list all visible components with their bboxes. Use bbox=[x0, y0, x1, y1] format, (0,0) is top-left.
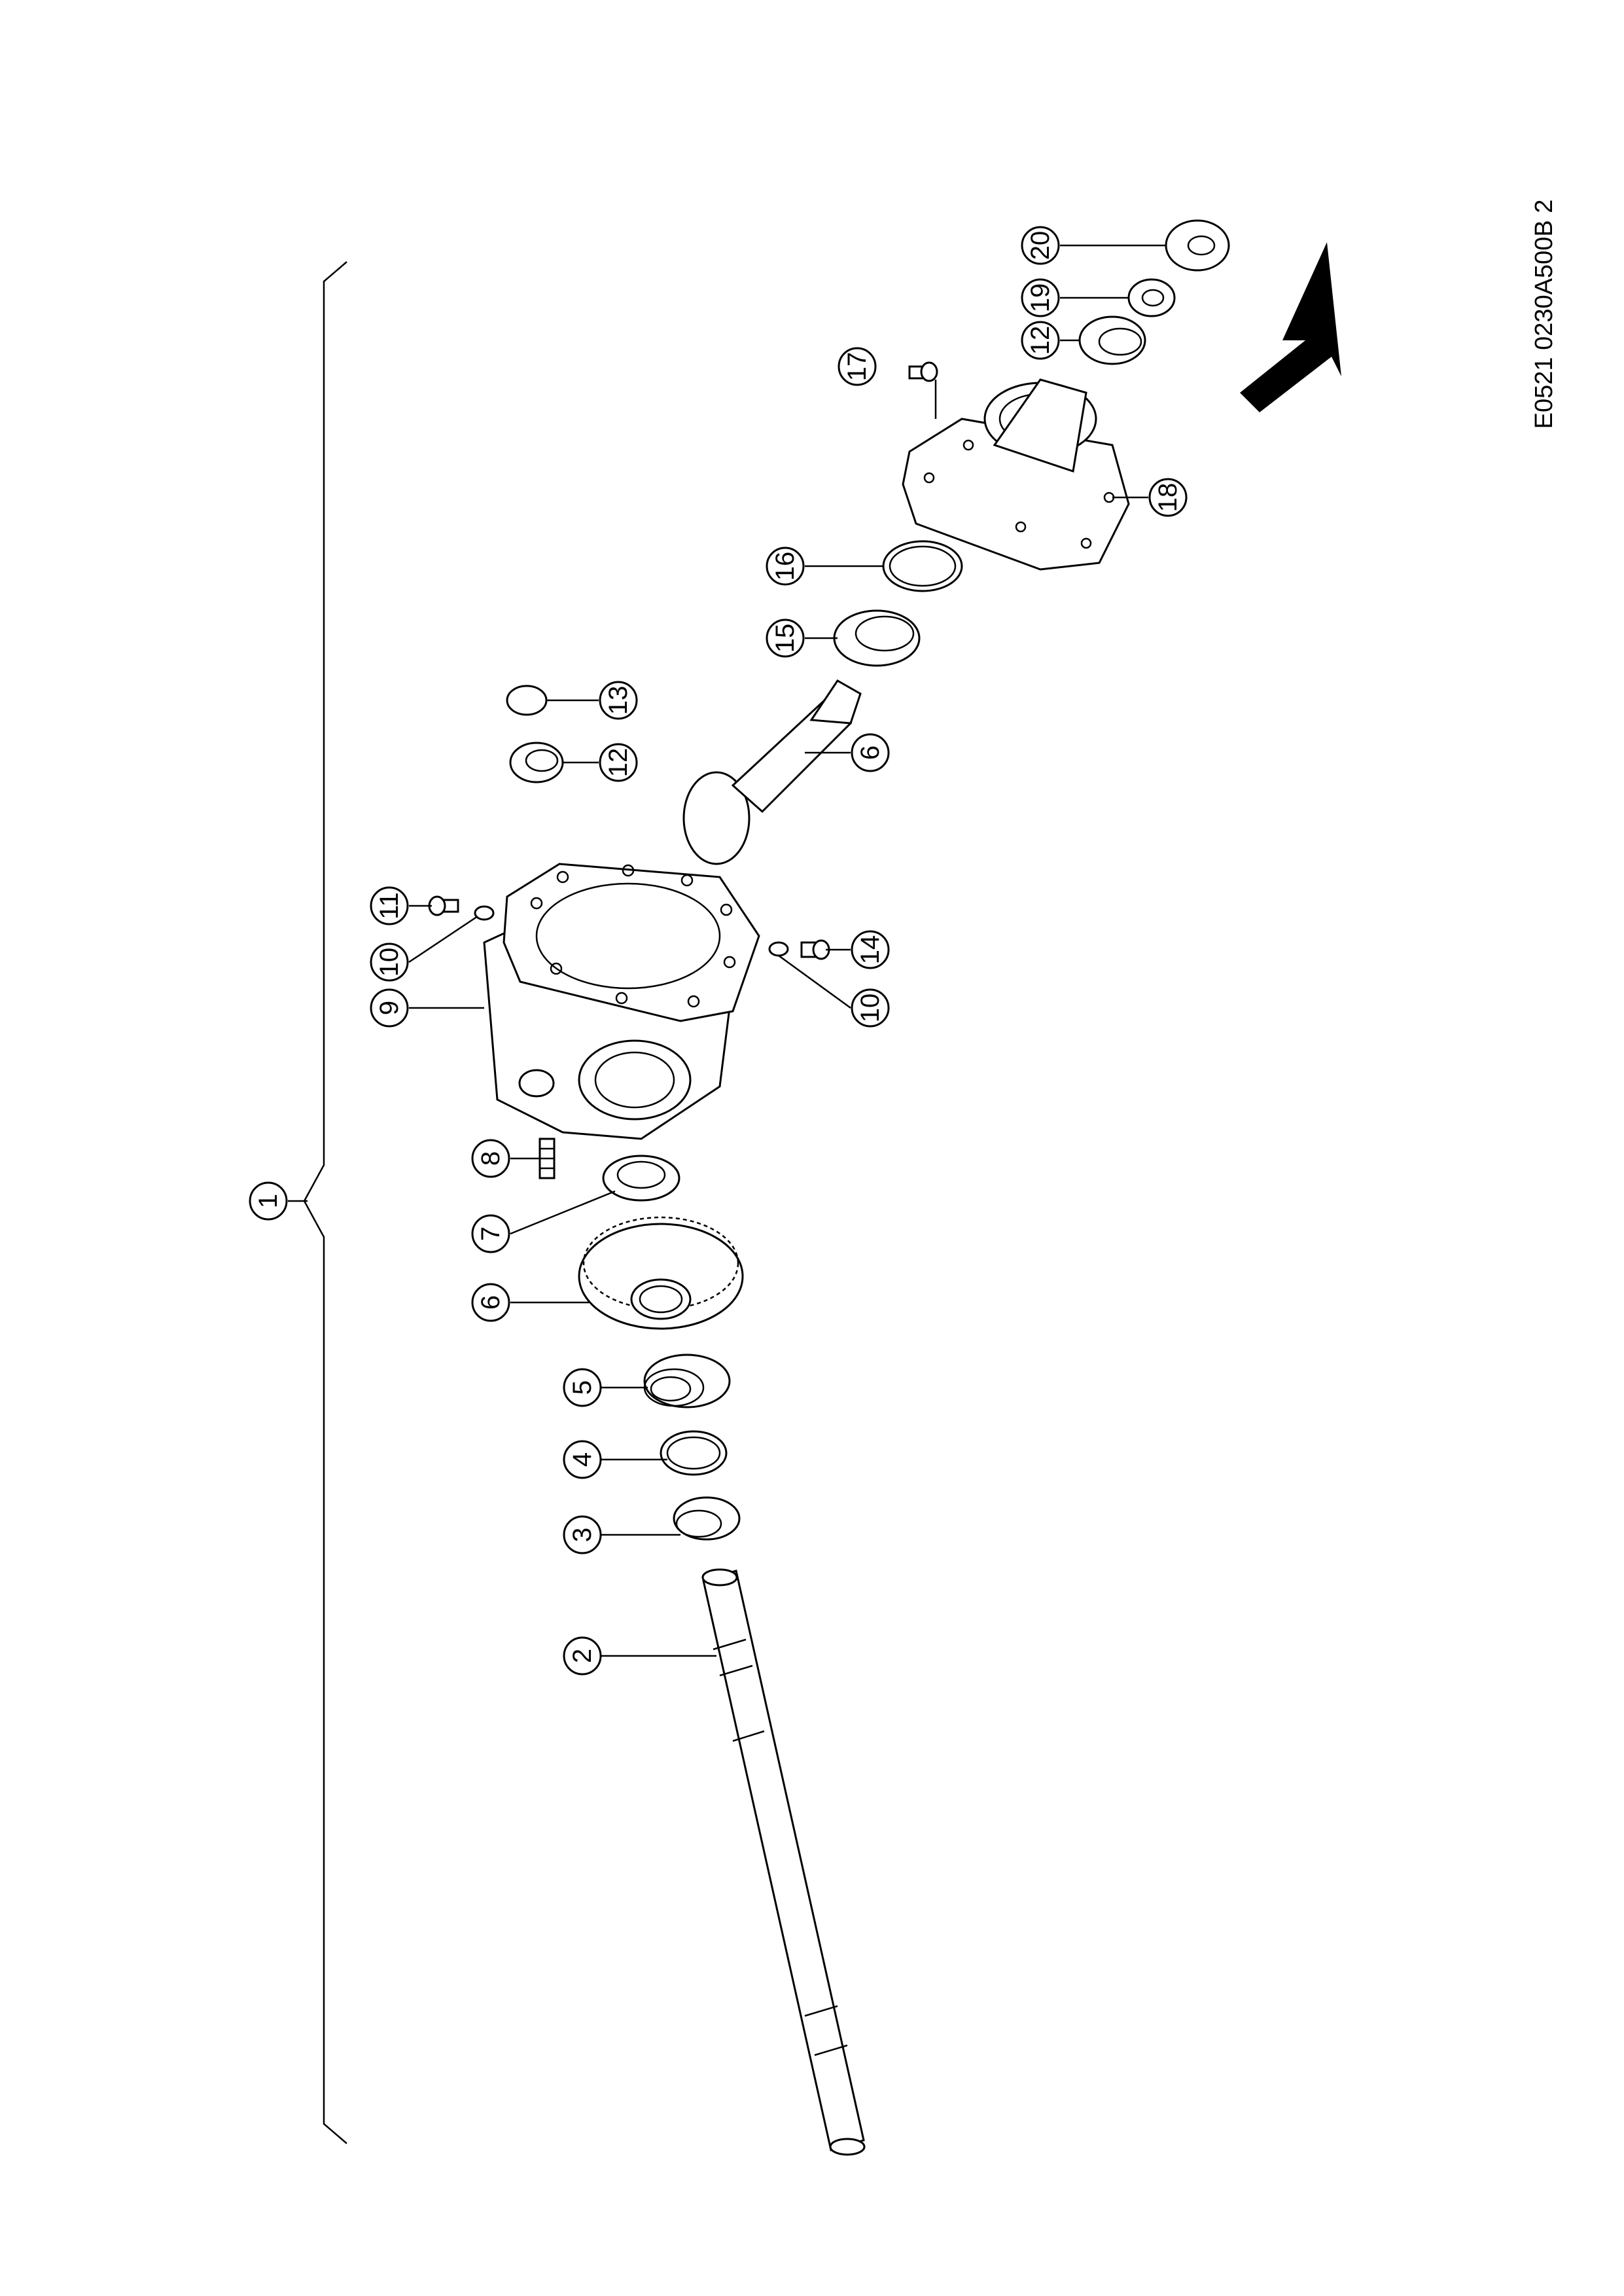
part-bevel-gear bbox=[578, 1216, 744, 1330]
callout-16: 6 bbox=[851, 733, 890, 772]
callout-label: 11 bbox=[375, 892, 404, 920]
callout-label: 3 bbox=[568, 1528, 597, 1542]
callout-label: 14 bbox=[856, 935, 885, 965]
callout-circle bbox=[599, 743, 638, 782]
callout-circle bbox=[599, 681, 638, 720]
callout-label: 10 bbox=[856, 994, 885, 1023]
callout-circle bbox=[851, 733, 890, 772]
callout-15: 13 bbox=[599, 681, 638, 720]
callout-14: 12 bbox=[599, 743, 638, 782]
part-spacer bbox=[506, 685, 548, 716]
callout-7: 7 bbox=[471, 1214, 510, 1253]
callout-20: 18 bbox=[1148, 478, 1188, 517]
callout-circle bbox=[766, 619, 805, 658]
callout-12: 10 bbox=[851, 988, 890, 1028]
part-housing bbox=[483, 863, 760, 1140]
part-pinion-shaft bbox=[682, 679, 862, 865]
callout-3: 3 bbox=[563, 1515, 602, 1554]
callout-circle bbox=[370, 988, 409, 1028]
callout-label: 10 bbox=[375, 948, 404, 977]
callout-label: 4 bbox=[568, 1452, 597, 1467]
callout-circle bbox=[471, 1214, 510, 1253]
callout-circle bbox=[563, 1440, 602, 1479]
callout-21: 12 bbox=[1021, 321, 1060, 360]
part-seal bbox=[673, 1496, 741, 1541]
callout-22: 19 bbox=[1021, 278, 1060, 317]
callout-1: 1 bbox=[249, 1181, 288, 1221]
part-stud bbox=[538, 1138, 556, 1179]
callout-5: 5 bbox=[563, 1368, 602, 1407]
callout-label: 9 bbox=[375, 1001, 404, 1015]
callout-label: 5 bbox=[568, 1380, 597, 1395]
callout-label: 15 bbox=[771, 624, 800, 653]
direction-arrow-icon bbox=[1240, 242, 1341, 412]
part-plug bbox=[800, 939, 830, 960]
callout-13: 14 bbox=[851, 930, 890, 969]
callout-11: 11 bbox=[370, 886, 409, 925]
part-bearing-pinion bbox=[833, 609, 921, 667]
callout-label: 18 bbox=[1154, 483, 1182, 512]
callout-circle bbox=[563, 1515, 602, 1554]
callout-label: 7 bbox=[476, 1227, 505, 1241]
part-screw-cover bbox=[908, 361, 938, 382]
callout-label: 19 bbox=[1026, 283, 1055, 313]
part-washer-lower bbox=[768, 941, 789, 957]
callout-circle bbox=[471, 1283, 510, 1322]
part-bearing-cup bbox=[509, 742, 564, 783]
callout-6: 6 bbox=[471, 1283, 510, 1322]
callout-circle bbox=[471, 1139, 510, 1178]
part-bearing-cover bbox=[902, 378, 1130, 571]
callout-label: 2 bbox=[568, 1649, 597, 1663]
callout-10: 10 bbox=[370, 942, 409, 982]
part-slotted-nut bbox=[602, 1155, 680, 1202]
callout-4: 4 bbox=[563, 1440, 602, 1479]
callout-23: 20 bbox=[1021, 226, 1060, 265]
callout-circle bbox=[370, 942, 409, 982]
callout-8: 8 bbox=[471, 1139, 510, 1178]
callout-circle bbox=[851, 930, 890, 969]
part-bearing bbox=[643, 1354, 731, 1408]
callout-label: 6 bbox=[856, 745, 885, 760]
callout-label: 1 bbox=[254, 1194, 283, 1208]
callout-label: 20 bbox=[1026, 231, 1055, 260]
part-screw-upper bbox=[428, 895, 459, 916]
callout-2: 2 bbox=[563, 1636, 602, 1676]
callout-circle bbox=[1021, 226, 1060, 265]
part-bearing-cover-side bbox=[1078, 315, 1146, 365]
part-nut bbox=[1127, 278, 1176, 317]
callout-circle bbox=[766, 547, 805, 586]
callout-circle bbox=[851, 988, 890, 1028]
part-snap-ring bbox=[660, 1430, 728, 1476]
callout-circle bbox=[1148, 478, 1188, 517]
callout-circle bbox=[838, 347, 877, 386]
part-washer-upper bbox=[474, 905, 495, 921]
part-shaft bbox=[701, 1568, 866, 2156]
callout-9: 9 bbox=[370, 988, 409, 1028]
callout-circle bbox=[249, 1181, 288, 1221]
assembly-brace bbox=[303, 261, 347, 2144]
callout-circle bbox=[563, 1368, 602, 1407]
callout-circle bbox=[1021, 278, 1060, 317]
callout-label: 12 bbox=[1026, 326, 1055, 355]
part-o-ring bbox=[882, 540, 963, 592]
leader-lines bbox=[288, 244, 1166, 1657]
drawing-code: E0521 0230A500B 2 bbox=[1530, 200, 1558, 429]
callout-circle bbox=[370, 886, 409, 925]
callout-label: 16 bbox=[771, 552, 800, 581]
callout-label: 13 bbox=[604, 686, 633, 715]
callout-17: 15 bbox=[766, 619, 805, 658]
callout-18: 16 bbox=[766, 547, 805, 586]
callout-19: 17 bbox=[838, 347, 877, 386]
part-washer-end bbox=[1165, 219, 1230, 272]
callout-label: 8 bbox=[476, 1151, 505, 1166]
callout-circle bbox=[1021, 321, 1060, 360]
callout-label: 12 bbox=[604, 748, 633, 778]
callout-circle bbox=[563, 1636, 602, 1676]
callout-label: 6 bbox=[476, 1295, 505, 1310]
callout-label: 17 bbox=[843, 352, 872, 382]
